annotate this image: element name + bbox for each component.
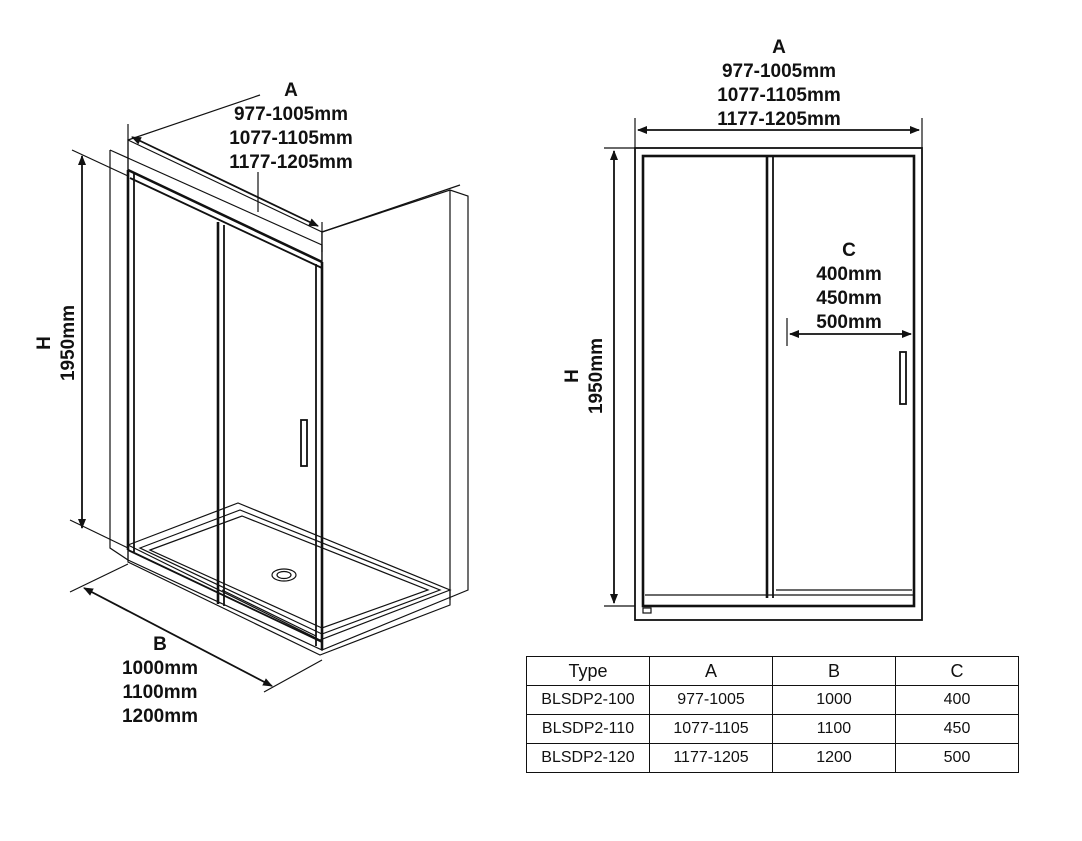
dim-b-value-2: 1100mm (122, 682, 197, 703)
header-a: A (649, 656, 773, 686)
header-c: C (895, 656, 1019, 686)
dim-b-value-1: 1000mm (122, 658, 198, 679)
cell-b: 1000 (772, 685, 896, 715)
table-row: BLSDP2-110 1077-1105 1100 450 (526, 714, 1019, 744)
header-type: Type (526, 656, 650, 686)
spec-table: Type A B C BLSDP2-100 977-1005 1000 400 … (526, 656, 1019, 773)
dimension-b-iso: B 1000mm 1100mm 1200mm (69, 563, 323, 727)
dimension-h-iso: H 1950mm (34, 149, 129, 549)
front-dim-a-value-3: 1177-1205mm (717, 109, 841, 130)
dimension-c-front: C 400mm 450mm 500mm (786, 240, 912, 346)
cell-type: BLSDP2-120 (526, 743, 650, 773)
dimension-h-front: H 1950mm (562, 147, 635, 607)
cell-a: 1077-1105 (649, 714, 773, 744)
inner-frame (641, 154, 916, 608)
dim-b-value-3: 1200mm (122, 706, 198, 727)
side-wall (321, 189, 469, 651)
cell-type: BLSDP2-100 (526, 685, 650, 715)
dim-h-letter: H (34, 336, 55, 350)
dim-a-letter: A (284, 80, 298, 101)
outer-frame (634, 147, 923, 621)
front-dim-a-value-1: 977-1005mm (722, 61, 836, 82)
cell-b: 1100 (772, 714, 896, 744)
front-dim-c-letter: C (842, 240, 856, 261)
front-dim-c-value-1: 400mm (816, 264, 882, 285)
header-b: B (772, 656, 896, 686)
front-view: A 977-1005mm 1077-1105mm 1177-1205mm H 1… (562, 37, 923, 621)
cell-a: 977-1005 (649, 685, 773, 715)
dim-b-letter: B (153, 634, 167, 655)
dim-a-value-3: 1177-1205mm (229, 152, 353, 173)
dimension-a-iso: A 977-1005mm 1077-1105mm 1177-1205mm (127, 80, 353, 262)
dim-h-value: 1950mm (58, 305, 79, 381)
front-dim-h-letter: H (562, 369, 583, 383)
spec-table-header-row: Type A B C (526, 656, 1019, 686)
drain (271, 568, 297, 582)
front-dim-c-value-2: 450mm (816, 288, 882, 309)
isometric-view: A 977-1005mm 1077-1105mm 1177-1205mm H 1… (34, 80, 469, 727)
front-dim-a-letter: A (772, 37, 786, 58)
table-row: BLSDP2-120 1177-1205 1200 500 (526, 743, 1019, 773)
cell-type: BLSDP2-110 (526, 714, 650, 744)
cell-c: 500 (895, 743, 1019, 773)
front-dim-a-value-2: 1077-1105mm (717, 85, 841, 106)
dimension-a-front: A 977-1005mm 1077-1105mm 1177-1205mm (634, 37, 923, 148)
front-dim-h-value: 1950mm (586, 338, 607, 414)
cell-c: 400 (895, 685, 1019, 715)
dim-a-value-1: 977-1005mm (234, 104, 348, 125)
front-dim-c-value-3: 500mm (816, 312, 882, 333)
door-handle (300, 419, 308, 467)
dim-a-value-2: 1077-1105mm (229, 128, 353, 149)
front-door-handle (899, 351, 907, 405)
cell-b: 1200 (772, 743, 896, 773)
cell-a: 1177-1205 (649, 743, 773, 773)
table-row: BLSDP2-100 977-1005 1000 400 (526, 685, 1019, 715)
cell-c: 450 (895, 714, 1019, 744)
